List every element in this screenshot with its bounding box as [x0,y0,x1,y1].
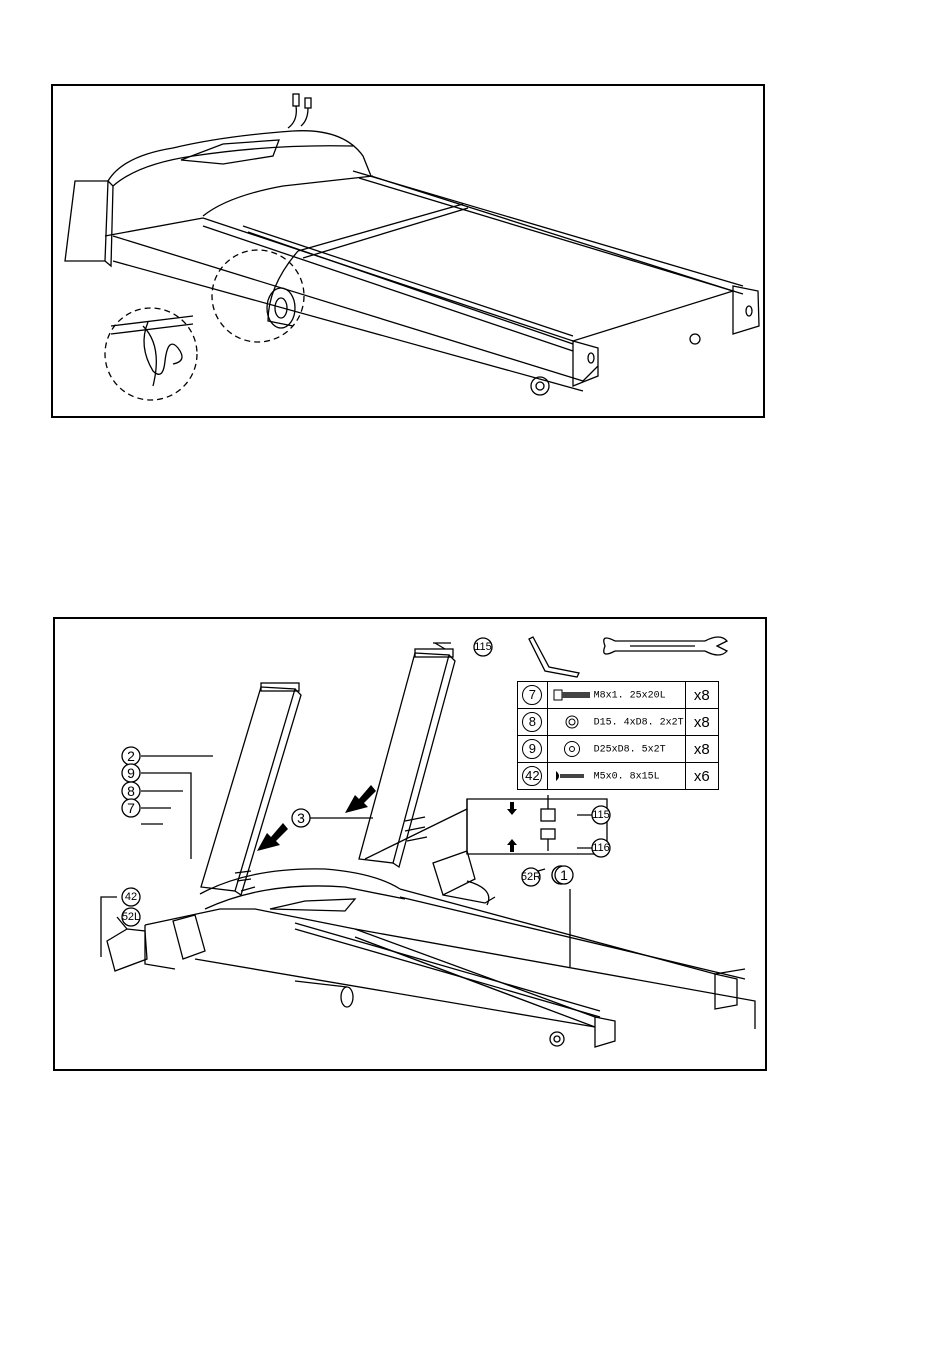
part-number: 8 [522,712,542,732]
flat-washer-icon [552,741,592,757]
hardware-parts-table: 7 M8x1. 25x20L x8 8 D15. 4xD8. 2x2T [517,681,719,790]
part-spec: M8x1. 25x20L [594,691,666,702]
spring-washer-icon [552,714,592,730]
part-number: 42 [522,766,542,786]
table-row: 7 M8x1. 25x20L x8 [518,682,719,709]
callout-9: 9 [127,765,135,781]
callout-115: 115 [592,809,610,821]
arrow-down-small-icon [507,802,517,815]
callout-3: 3 [297,810,305,826]
part-qty: x8 [685,736,718,763]
callout-7: 7 [127,800,135,816]
part-number: 9 [522,739,542,759]
arrow-down-icon [345,785,376,813]
callout-1: 1 [560,867,568,883]
callout-116: 116 [592,842,610,854]
part-qty: x6 [685,763,718,790]
detail-circle-strap [212,250,304,342]
screw-icon [552,768,592,784]
callout-42: 42 [125,891,137,903]
bolt-icon [552,687,592,703]
table-row: 8 D15. 4xD8. 2x2T x8 [518,709,719,736]
part-spec: D15. 4xD8. 2x2T [594,718,684,729]
callout-52R: 52R [521,871,541,883]
console-cable-icon [288,94,311,128]
wrench-icon [604,637,727,655]
part-qty: x8 [685,682,718,709]
cable-tie-knot-icon [111,316,193,386]
callout-2: 2 [127,748,135,764]
folded-treadmill-drawing [53,86,767,420]
callout-52L: 52L [122,911,140,923]
part-spec: M5x0. 8x15L [594,772,660,783]
allen-key-icon [529,637,579,677]
part-qty: x8 [685,709,718,736]
wire-connector-icon [541,795,555,851]
part-spec: D25xD8. 5x2T [594,745,666,756]
step-illustration-upright-assembly: 2 9 8 7 42 52L 3 115 52R 1 115 116 7 M8x… [53,617,767,1071]
callout-115-top: 115 [474,641,492,653]
callout-8: 8 [127,783,135,799]
arrow-up-small-icon [507,839,517,852]
step-illustration-folded-treadmill [51,84,765,418]
part-number: 7 [522,685,542,705]
table-row: 42 M5x0. 8x15L x6 [518,763,719,790]
detail-circle-knot [105,308,197,400]
table-row: 9 D25xD8. 5x2T x8 [518,736,719,763]
